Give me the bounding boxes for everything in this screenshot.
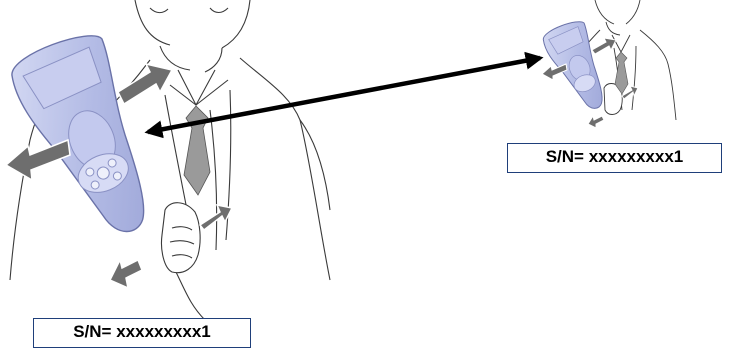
small-scan-arrows <box>541 37 639 129</box>
scan-direction-arrow-icon <box>198 203 234 232</box>
scan-direction-arrow-icon <box>621 85 639 100</box>
scan-direction-arrow-icon <box>591 37 617 55</box>
large-handheld-scanner-icon <box>11 35 145 233</box>
scan-direction-arrow-icon <box>4 138 71 182</box>
large-hand <box>160 202 201 274</box>
serial-number-label-large: S/N= xxxxxxxxx1 <box>33 318 251 348</box>
large-collar <box>177 69 216 107</box>
double-headed-arrow-icon <box>144 51 544 139</box>
large-face <box>134 0 171 46</box>
scan-direction-arrow-icon <box>541 63 568 81</box>
scan-direction-arrow-icon <box>117 62 174 106</box>
scan-direction-arrow-icon <box>108 257 143 290</box>
small-tie <box>614 51 629 95</box>
scan-direction-arrow-icon <box>587 114 605 129</box>
serial-number-label-small: S/N= xxxxxxxxx1 <box>507 143 722 173</box>
